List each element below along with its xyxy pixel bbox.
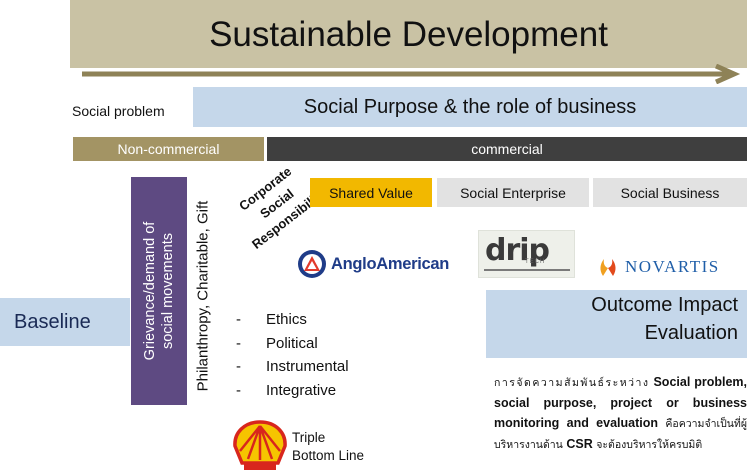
outcome-line-1: Outcome Impact	[591, 294, 738, 316]
anglo-american-logo: AngloAmerican	[297, 248, 472, 280]
baseline-box: Baseline	[0, 298, 130, 346]
social-problem-label: Social problem	[72, 103, 165, 119]
drip-wordmark: drip	[485, 233, 550, 268]
philanthropy-text: Philanthropy, Charitable, Gift	[194, 200, 212, 392]
grievance-line-2: social movements	[160, 232, 176, 350]
arrow-head	[714, 64, 741, 84]
triple-bottom-line-1: Triple	[292, 430, 326, 445]
novartis-logo: NOVARTIS	[597, 254, 747, 280]
anglo-american-wordmark: AngloAmerican	[331, 254, 450, 273]
list-item: -Instrumental	[236, 358, 349, 375]
list-item: -Political	[236, 334, 318, 352]
outcome-line-2: Evaluation	[644, 322, 738, 344]
title-band	[70, 0, 747, 68]
paragraph-csr: CSR	[566, 437, 593, 451]
novartis-flame-icon	[600, 259, 616, 276]
paragraph-thai-3: จะต้องบริหารให้ครบมิติ	[596, 439, 703, 451]
grievance-line-1: Grievance/demand of	[142, 221, 158, 361]
anglo-american-icon	[298, 250, 326, 278]
drip-tech-logo: drip TECH	[478, 230, 575, 278]
novartis-wordmark: NOVARTIS	[625, 257, 720, 276]
shared-value-box: Shared Value	[310, 178, 432, 207]
progress-arrow	[82, 64, 741, 84]
paragraph-thai-2: คือความจำเป็นที่ผู้บริหารงานด้าน	[494, 418, 747, 451]
diagram-title: Sustainable Development	[209, 15, 608, 54]
social-business-box: Social Business	[593, 178, 747, 207]
noncommercial-bar: Non-commercial	[73, 137, 264, 161]
drip-tech-text: TECH	[525, 259, 546, 265]
csr-theories-list: -Ethics -Political -Instrumental -Integr…	[236, 308, 396, 402]
outcome-impact-box	[486, 290, 747, 358]
commercial-bar: commercial	[267, 137, 747, 161]
shell-logo-icon	[233, 420, 287, 470]
drip-underline	[484, 269, 570, 271]
paragraph-english: Social problem, social purpose, project …	[494, 375, 747, 430]
csr-paragraph: การจัดความสัมพันธ์ระหว่าง Social problem…	[494, 372, 747, 455]
list-item: -Ethics	[236, 311, 307, 328]
social-purpose-banner: Social Purpose & the role of business	[193, 87, 747, 127]
list-item: -Integrative	[236, 381, 337, 399]
grievance-label: Grievance/demand of social movements	[131, 177, 187, 405]
paragraph-thai-1: การจัดความสัมพันธ์ระหว่าง	[494, 377, 650, 389]
grievance-box	[131, 177, 187, 405]
social-enterprise-box: Social Enterprise	[437, 178, 589, 207]
triple-bottom-line-2: Bottom Line	[292, 448, 365, 463]
